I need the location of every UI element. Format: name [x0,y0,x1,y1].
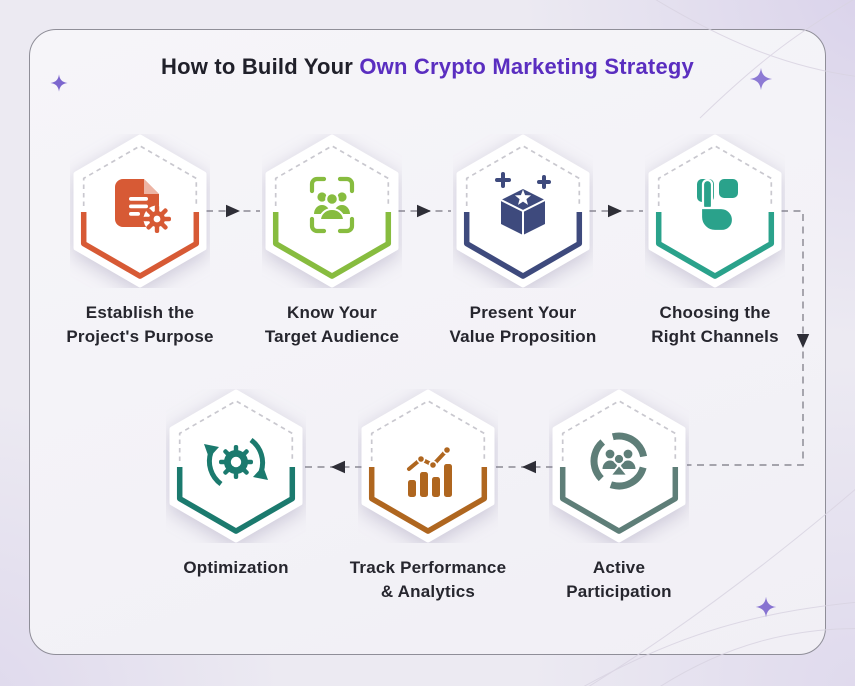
step-label: Choosing the Right Channels [651,303,779,346]
step-label: Active Participation [566,558,672,601]
community-cycle-icon [590,432,648,490]
step-optimization: Optimization [136,389,336,580]
step-active-participation: Active Participation [519,389,719,604]
step-label: Present Your Value Proposition [449,303,597,346]
hexagon-badge [456,134,590,288]
step-track-performance: Track Performance & Analytics [328,389,528,604]
page-title: How to Build Your Own Crypto Marketing S… [29,54,826,80]
step-label: Establish the Project's Purpose [66,303,214,346]
title-highlight: Own Crypto Marketing Strategy [359,54,694,79]
step-establish-purpose: Establish the Project's Purpose [40,134,240,349]
sparkle-icon [755,596,777,618]
tap-hand-icon [697,178,738,233]
hexagon-badge [648,134,782,288]
step-label: Know Your Target Audience [264,303,400,346]
gear-refresh-icon [204,437,268,487]
hexagon-badge [361,389,495,543]
step-label: Track Performance & Analytics [349,558,507,601]
bar-chart-icon [407,445,452,497]
hexagon-badge [73,134,207,288]
title-prefix: How to Build Your [161,54,360,79]
step-know-audience: Know Your Target Audience [232,134,432,349]
gift-box-stars-icon [495,172,551,235]
document-gear-icon [115,179,171,233]
step-label: Optimization [183,558,289,577]
step-right-channels: Choosing the Right Channels [615,134,815,349]
hexagon-badge [169,389,303,543]
audience-focus-icon [309,176,355,234]
hexagon-badge [552,389,686,543]
step-value-proposition: Present Your Value Proposition [423,134,623,349]
hexagon-badge [265,134,399,288]
